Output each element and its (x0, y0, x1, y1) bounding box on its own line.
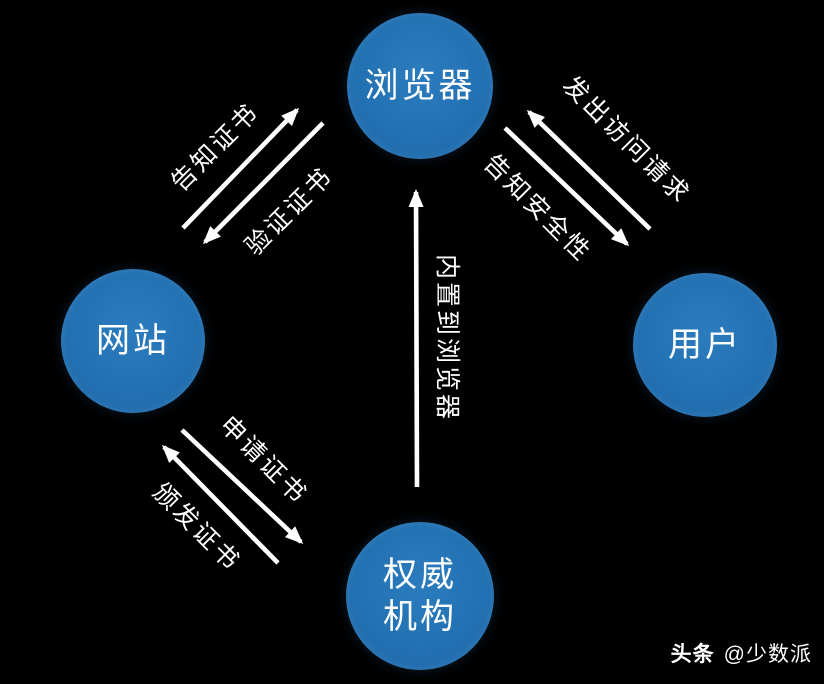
node-website: 网站 (61, 269, 205, 413)
node-authority-label: 权威 机构 (383, 555, 457, 637)
arrow-browser-to-website (202, 121, 325, 245)
watermark-handle: @少数派 (723, 643, 812, 666)
arrow-browser-to-user (503, 126, 630, 247)
node-user: 用户 (633, 273, 777, 417)
node-authority: 权威 机构 (346, 522, 494, 670)
node-website-label: 网站 (96, 321, 170, 360)
watermark: 头条 @少数派 (671, 638, 812, 668)
arrow-authority-to-website (161, 444, 280, 565)
edge-label-authority-to-browser: 内置到浏览器 (433, 253, 461, 423)
arrow-authority-to-browser (408, 189, 424, 488)
node-browser-label: 浏览器 (364, 66, 476, 105)
node-browser: 浏览器 (347, 13, 493, 159)
node-user-label: 用户 (668, 325, 742, 364)
watermark-brand: 头条 (670, 643, 715, 666)
arrow-user-to-browser (526, 109, 652, 231)
arrow-website-to-authority (180, 428, 304, 545)
arrow-website-to-browser (181, 107, 300, 230)
